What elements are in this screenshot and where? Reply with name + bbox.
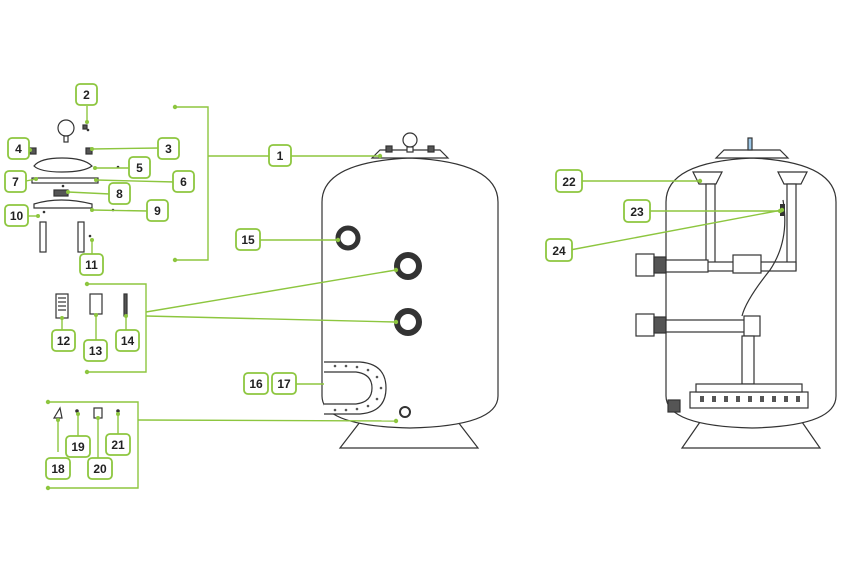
- filter-tank-front-view: [321, 132, 499, 449]
- manhole-cover: [324, 371, 373, 405]
- callout-label: 20: [93, 462, 107, 476]
- callout-c9: 9: [146, 199, 169, 222]
- callout-c19: 19: [65, 435, 91, 458]
- sight-glass: [89, 293, 103, 315]
- bolt: [77, 221, 85, 253]
- callout-c2: 2: [75, 83, 98, 106]
- bolt: [39, 221, 47, 253]
- callout-label: 6: [180, 175, 187, 189]
- outlet-union-nut: [653, 316, 667, 334]
- callout-label: 14: [121, 334, 135, 348]
- callout-label: 17: [277, 377, 291, 391]
- collector-riser: [741, 335, 755, 385]
- callout-c20: 20: [87, 457, 113, 480]
- lid-clamp: [385, 145, 393, 153]
- callout-c18: 18: [45, 457, 71, 480]
- callout-label: 13: [89, 344, 103, 358]
- outlet-port: [394, 308, 422, 336]
- tank-body: [321, 157, 499, 429]
- callout-label: 3: [165, 142, 172, 156]
- callout-c10: 10: [4, 204, 29, 227]
- inlet-union-nut: [653, 256, 667, 274]
- callout-label: 23: [630, 205, 644, 219]
- drain-plug: [399, 406, 411, 418]
- diffuser-cone: [777, 171, 808, 185]
- callout-label: 7: [12, 175, 19, 189]
- filter-tank-internal-view: [635, 137, 837, 449]
- inlet-union: [635, 253, 655, 277]
- gauge-stem: [63, 135, 69, 143]
- callout-label: 18: [51, 462, 65, 476]
- drain-fitting: [52, 406, 63, 419]
- lid-hub: [53, 189, 69, 197]
- inlet-port: [394, 252, 422, 280]
- lateral-header: [695, 383, 803, 393]
- air-relief-tube: [741, 199, 786, 317]
- drain-plug-parts: [52, 406, 120, 419]
- outlet-union: [635, 313, 655, 337]
- callout-label: 9: [154, 204, 161, 218]
- callout-c8: 8: [108, 182, 131, 205]
- callout-c17: 17: [271, 372, 297, 395]
- callout-c21: 21: [105, 433, 131, 456]
- callout-c13: 13: [83, 339, 108, 362]
- sight-glass-port: [335, 225, 361, 251]
- callout-c7: 7: [4, 170, 27, 193]
- callout-label: 10: [10, 209, 24, 223]
- callout-label: 4: [15, 142, 22, 156]
- air-vent-tube: [747, 137, 753, 151]
- callout-c1: 1: [268, 144, 292, 167]
- callout-label: 1: [277, 149, 284, 163]
- callout-c11: 11: [79, 253, 104, 276]
- callout-label: 21: [111, 438, 125, 452]
- outlet-pipe: [665, 319, 747, 333]
- o-ring-seal: [31, 177, 99, 184]
- riser-pipe: [705, 183, 716, 271]
- gauge-stem: [406, 146, 414, 153]
- pressure-gauge-icon: [57, 119, 75, 137]
- callout-c5: 5: [128, 156, 151, 179]
- callout-c12: 12: [51, 329, 76, 352]
- collector-valve: [732, 254, 762, 274]
- callout-c24: 24: [545, 238, 573, 262]
- callout-c14: 14: [115, 329, 140, 352]
- callout-label: 12: [57, 334, 71, 348]
- pressure-gauge-icon: [402, 132, 418, 148]
- callout-label: 2: [83, 88, 90, 102]
- callout-label: 11: [85, 258, 98, 272]
- outlet-elbow: [743, 315, 761, 337]
- callout-c22: 22: [555, 169, 583, 193]
- lid-cover: [33, 157, 93, 173]
- drain-valve: [667, 399, 681, 413]
- sight-glass-parts: [55, 293, 128, 319]
- callout-c3: 3: [157, 137, 180, 160]
- leader-lines: [19, 106, 783, 489]
- inlet-pipe: [665, 259, 709, 273]
- tank-lid: [714, 149, 790, 159]
- callout-label: 5: [136, 161, 143, 175]
- callout-c23: 23: [623, 199, 651, 223]
- lateral-nozzles: [700, 396, 800, 402]
- manhole-bolts: [333, 364, 383, 412]
- callout-label: 16: [249, 377, 263, 391]
- callout-c16: 16: [243, 372, 269, 395]
- gasket-strip: [123, 293, 128, 317]
- lid-clamp: [427, 145, 435, 153]
- lid-assembly-parts: [29, 119, 99, 253]
- callout-c6: 6: [172, 170, 195, 193]
- callout-label: 19: [71, 440, 85, 454]
- riser-pipe: [786, 183, 797, 271]
- callout-label: 8: [116, 187, 123, 201]
- callout-c4: 4: [7, 137, 30, 160]
- callout-label: 22: [562, 175, 576, 189]
- leader-end-dots: [28, 104, 785, 491]
- callout-label: 15: [241, 233, 255, 247]
- callout-label: 24: [552, 244, 566, 258]
- callout-c15: 15: [235, 228, 261, 251]
- gauge-washer: [82, 124, 88, 130]
- lid-base-flange: [33, 199, 93, 209]
